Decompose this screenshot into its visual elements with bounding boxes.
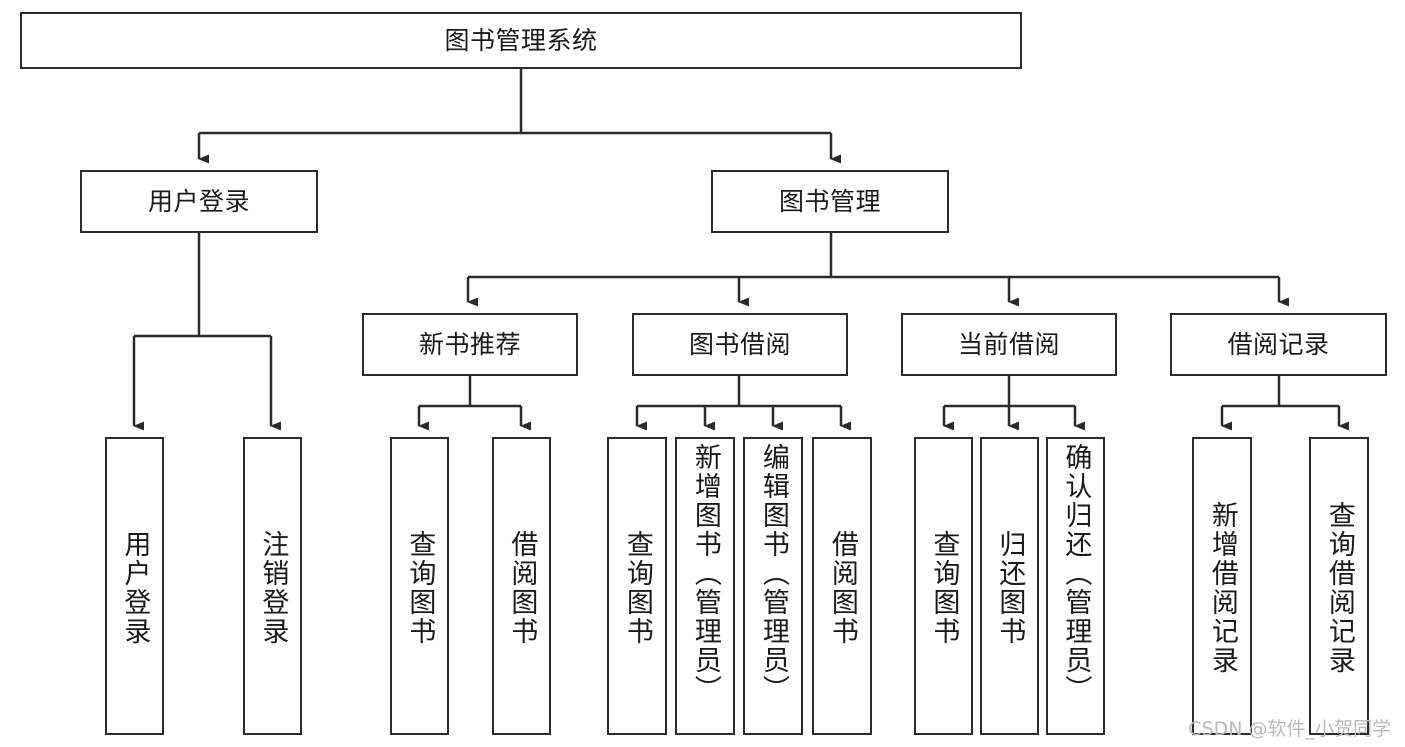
node-user-login[interactable]: 用户登录	[80, 170, 318, 233]
node-leaf-borrow-book-2[interactable]: 借阅图书	[812, 437, 872, 735]
node-label: 查询借阅记录	[1323, 501, 1355, 675]
node-leaf-add-book[interactable]: 新增图书（管理员）	[675, 437, 735, 735]
csdn-watermark: CSDN @软件_小贺同学	[1188, 718, 1391, 740]
node-leaf-borrow-book-1[interactable]: 借阅图书	[492, 437, 551, 735]
node-label: 注销登录	[257, 530, 289, 646]
node-label: 归还图书	[994, 530, 1026, 646]
node-leaf-query-book-1[interactable]: 查询图书	[390, 437, 449, 735]
node-leaf-user-login[interactable]: 用户登录	[105, 437, 164, 735]
node-label: 查询图书	[928, 530, 960, 646]
node-label: 确认归还（管理员）	[1060, 443, 1092, 704]
node-leaf-confirm-return[interactable]: 确认归还（管理员）	[1046, 437, 1105, 735]
node-leaf-edit-book[interactable]: 编辑图书（管理员）	[743, 437, 803, 735]
node-label: 查询图书	[404, 530, 436, 646]
node-label: 当前借阅	[957, 329, 1060, 359]
node-label: 用户登录	[119, 530, 151, 646]
node-leaf-add-record[interactable]: 新增借阅记录	[1192, 437, 1252, 735]
node-label: 图书管理	[778, 186, 881, 216]
node-new-book-recommend[interactable]: 新书推荐	[362, 313, 578, 376]
node-label: 新增借阅记录	[1206, 501, 1238, 675]
node-current-borrow[interactable]: 当前借阅	[901, 313, 1117, 376]
node-label: 图书管理系统	[444, 25, 598, 55]
node-label: 新增图书（管理员）	[689, 443, 721, 704]
node-label: 编辑图书（管理员）	[757, 443, 789, 704]
node-leaf-query-record[interactable]: 查询借阅记录	[1309, 437, 1369, 735]
node-root-book-management-system[interactable]: 图书管理系统	[20, 12, 1022, 69]
node-label: 借阅图书	[506, 530, 538, 646]
node-book-management[interactable]: 图书管理	[711, 170, 949, 233]
node-leaf-logout-login[interactable]: 注销登录	[243, 437, 302, 735]
node-label: 借阅记录	[1227, 329, 1330, 359]
node-label: 新书推荐	[418, 329, 521, 359]
node-label: 用户登录	[147, 186, 250, 216]
node-book-borrow[interactable]: 图书借阅	[632, 313, 848, 376]
node-leaf-query-book-3[interactable]: 查询图书	[914, 437, 973, 735]
node-label: 借阅图书	[826, 530, 858, 646]
node-leaf-query-book-2[interactable]: 查询图书	[607, 437, 667, 735]
node-label: 查询图书	[621, 530, 653, 646]
node-label: 图书借阅	[688, 329, 791, 359]
node-borrow-record[interactable]: 借阅记录	[1170, 313, 1387, 376]
node-leaf-return-book[interactable]: 归还图书	[980, 437, 1039, 735]
